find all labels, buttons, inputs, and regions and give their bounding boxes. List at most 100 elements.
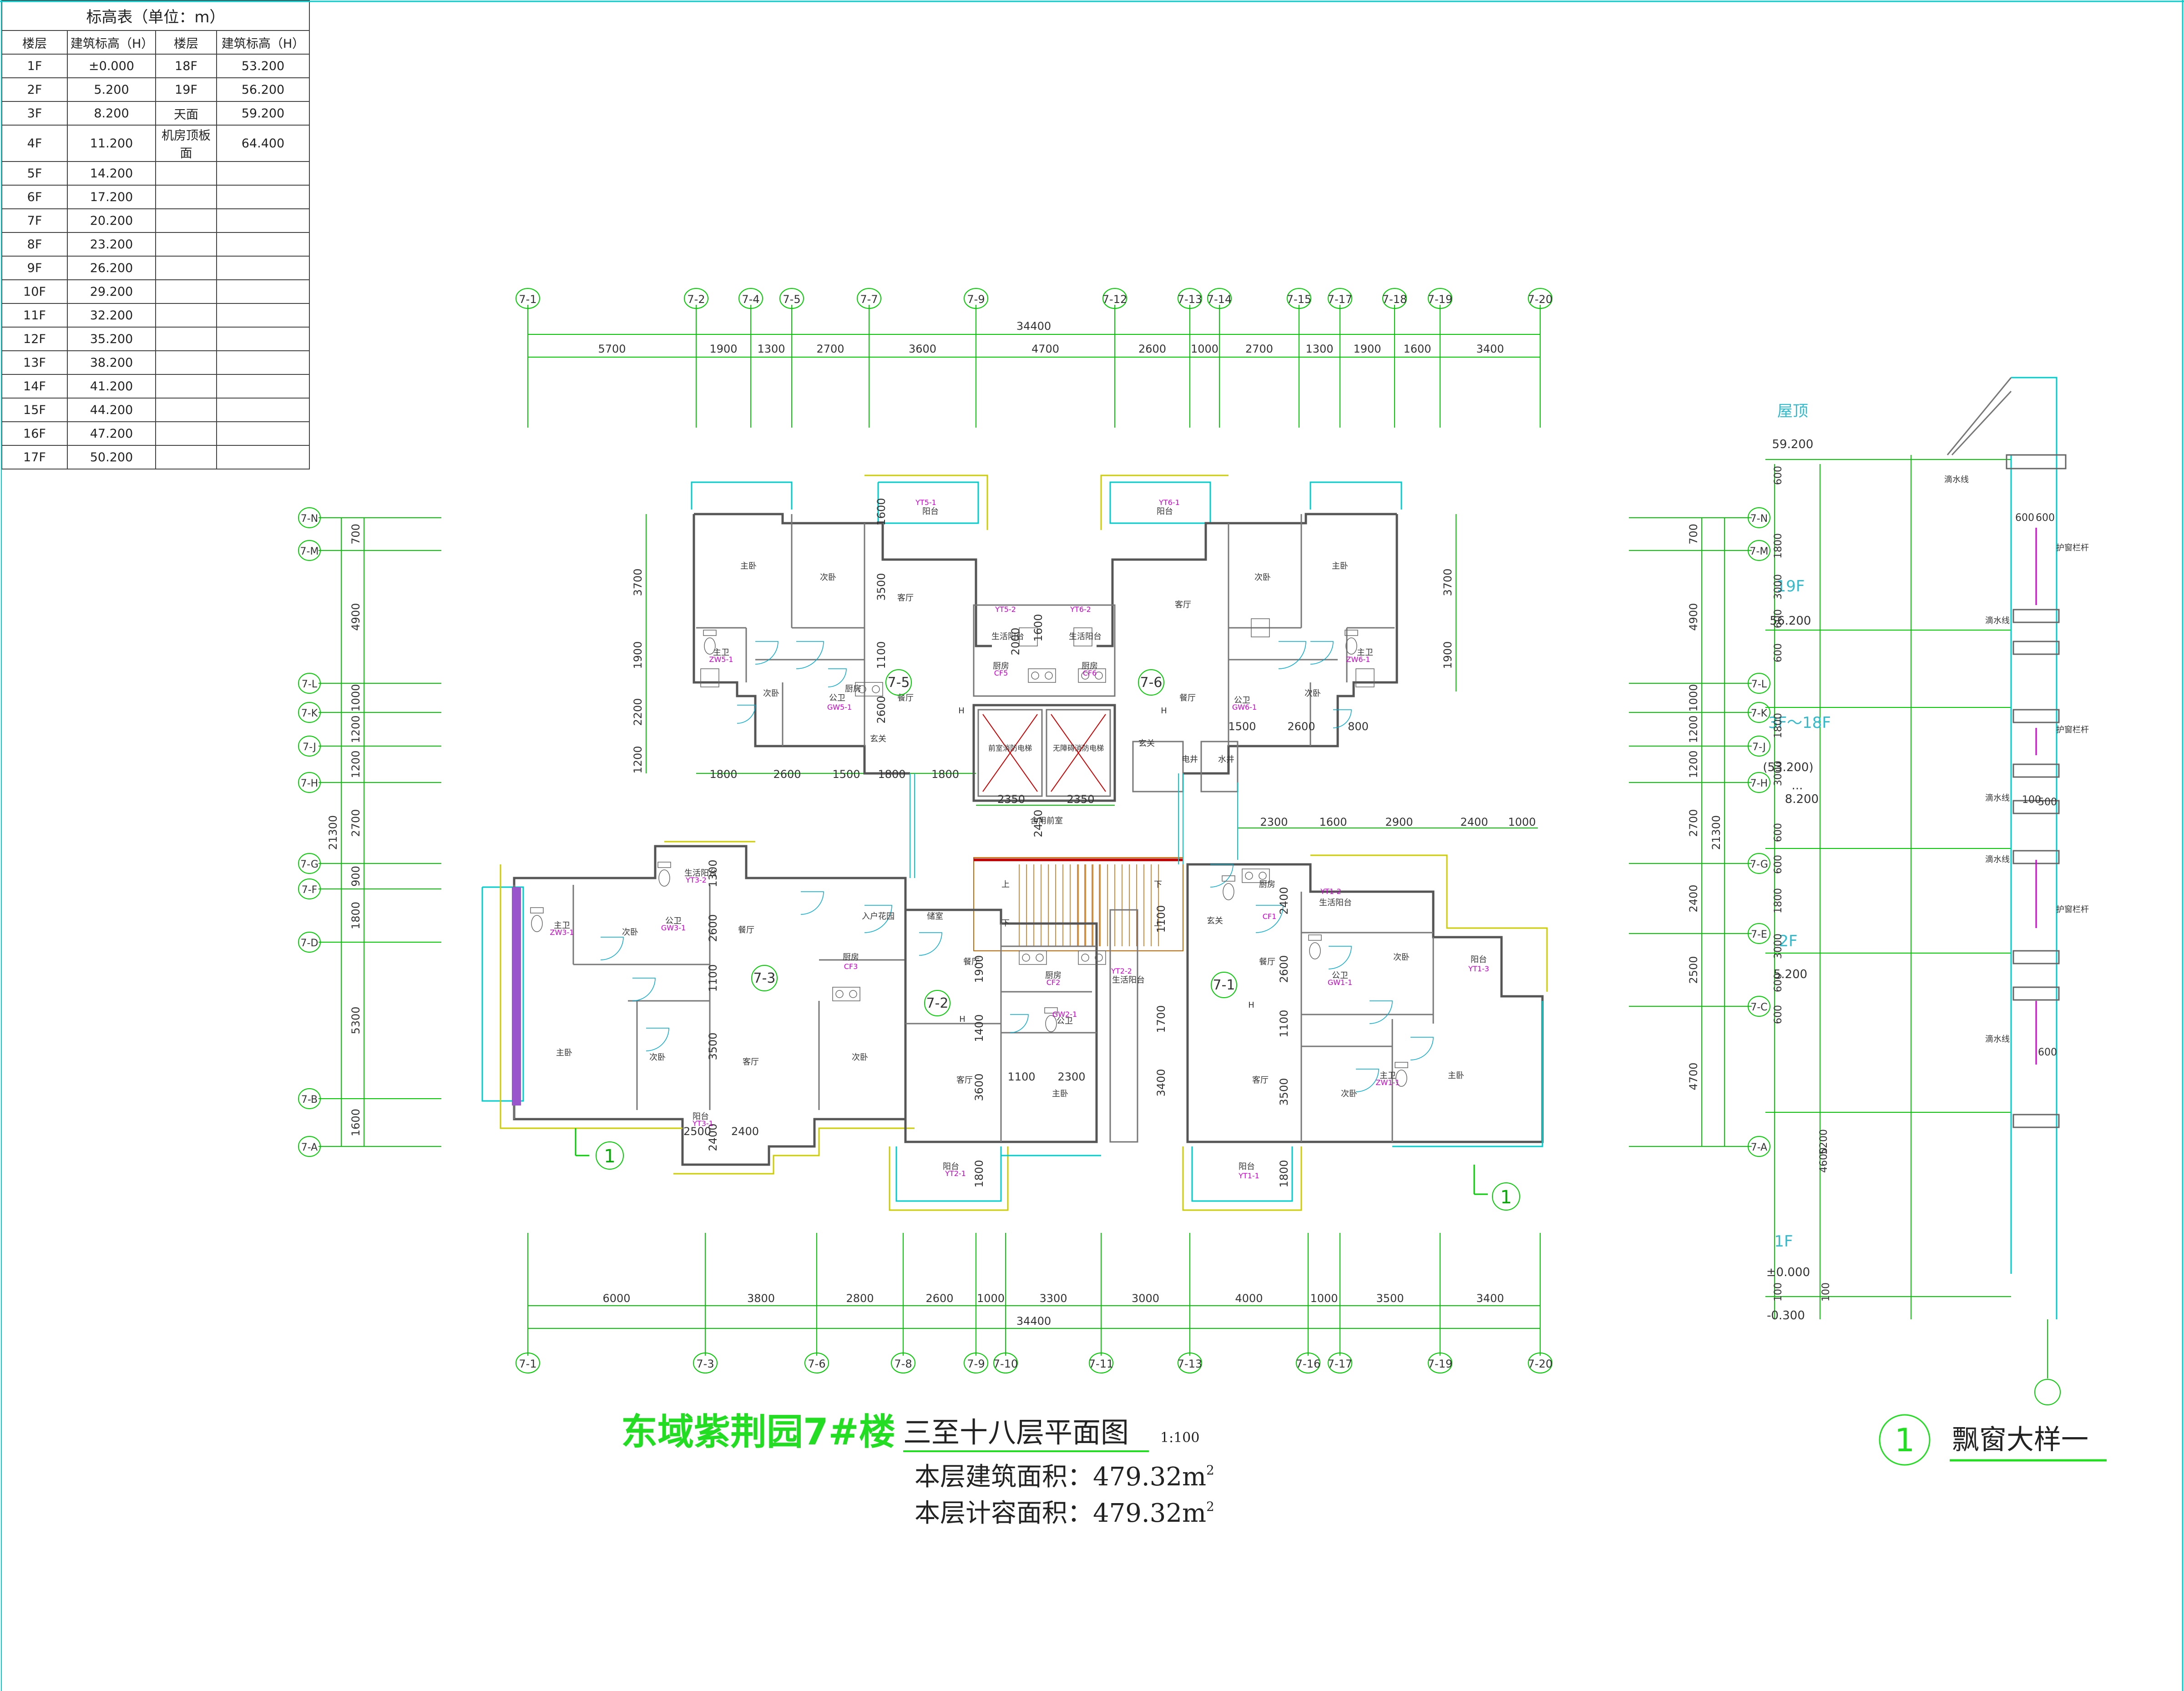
axis-bubble (779, 288, 804, 309)
room-label: 上 (1001, 880, 1010, 889)
tag-label: YT5-2 (995, 605, 1016, 614)
dimension-label: 2600 (773, 768, 801, 781)
toilet-icon (531, 915, 543, 932)
sink-icon (832, 987, 860, 1001)
table-cell: 59.200 (216, 101, 310, 126)
dimension-label: 4700 (1031, 343, 1059, 355)
dimension-label: 2350 (1067, 793, 1094, 806)
detail-number: 1 (1895, 1422, 1915, 1459)
tag-label: ZW3-1 (550, 928, 574, 937)
table-cell: 17.200 (67, 185, 156, 209)
dimension-label: 700 (1687, 524, 1700, 545)
section-note: 滴水线 (1985, 855, 2010, 864)
washer-icon (700, 668, 719, 687)
room-label: 次卧 (1254, 573, 1271, 582)
burner-icon (849, 990, 857, 998)
axis-bubble (1748, 1136, 1770, 1157)
axis-label: 7-17 (1328, 1358, 1352, 1370)
table-cell: 56.200 (216, 77, 310, 102)
unit-label: 7-3 (753, 970, 776, 986)
table-cell (155, 350, 217, 375)
axis-bubble (298, 772, 321, 793)
table-caption: 标高表（单位：m） (1, 0, 310, 31)
toilet-icon (1309, 942, 1321, 959)
room-label: 合用前室 (1030, 816, 1063, 826)
axis-bubble (693, 1353, 718, 1373)
section-dimension: 500 (2038, 797, 2057, 808)
room-label: 主卫 (1357, 648, 1373, 657)
tag-label: GW5-1 (827, 703, 852, 712)
section-callouts: 1 1 (575, 1128, 1520, 1211)
tag-label: CF5 (994, 669, 1008, 677)
tag-label: YT1-1 (1238, 1171, 1259, 1180)
dimension-label: 1000 (977, 1292, 1005, 1305)
room-label: 主卫 (554, 921, 570, 930)
dimension-label: 1700 (1155, 1005, 1168, 1033)
unit-bubble (1211, 972, 1237, 998)
unit-bubble (751, 965, 778, 991)
axis-bubble (1287, 288, 1311, 309)
table-header: 建筑标高（H） (216, 30, 310, 55)
room-label: 餐厅 (1259, 957, 1275, 967)
axis-label: 7-11 (1089, 1358, 1113, 1370)
door-swing (600, 937, 624, 960)
toilet-tank-icon (1345, 630, 1358, 636)
burner-icon (835, 990, 844, 998)
dimension-label: 1400 (973, 1014, 986, 1042)
tag-label: ZW1-1 (1376, 1078, 1400, 1087)
dimension-label: 2600 (1287, 720, 1315, 733)
room-label: 餐厅 (963, 957, 980, 967)
room-label: 阳台 (693, 1112, 709, 1121)
tag-label: YT6-2 (1070, 605, 1091, 614)
bay-window-section: 屋顶59.20019F56.2003F～18F(53.200)...8.2002… (1763, 377, 2107, 1466)
room-label: 餐厅 (738, 925, 754, 935)
door-swing (1333, 709, 1352, 728)
axis-label: 7-10 (993, 1358, 1018, 1370)
burner-icon (872, 685, 880, 693)
axis-bubble (1748, 702, 1770, 723)
project-title: 东域紫荆园7#楼 (621, 1411, 895, 1453)
room-label: 次卧 (1304, 689, 1321, 698)
dimension-label: 2700 (1687, 809, 1700, 837)
dimension-label: 800 (1348, 720, 1369, 733)
room-label: 无障碍消防电梯 (1053, 744, 1104, 752)
dimension-label: 1200 (632, 746, 644, 773)
table-cell (155, 327, 217, 351)
dimension-label: 1200 (349, 715, 362, 743)
room-label: 主卧 (556, 1048, 572, 1058)
table-cell (155, 445, 217, 469)
dimension-label: 1800 (349, 902, 362, 929)
table-cell (155, 256, 217, 280)
toilet-tank-icon (530, 907, 544, 914)
table-cell: 17F (1, 445, 68, 469)
sink-icon (1078, 950, 1106, 965)
axis-bubble (993, 1353, 1018, 1373)
room-label: 生活阳台 (991, 632, 1024, 641)
table-cell (155, 185, 217, 209)
table-cell: 14F (1, 374, 68, 399)
slab-section (2012, 763, 2060, 778)
axis-bubble (298, 853, 321, 874)
room-label: 前室消防电梯 (988, 744, 1032, 752)
door-swing (1278, 641, 1306, 669)
room-label: 厨房 (1045, 971, 1062, 980)
toilet-icon (1345, 637, 1357, 655)
dimension-label: 3500 (1278, 1078, 1290, 1105)
section-dimension: 600 (1773, 855, 1784, 874)
axis-label: 7-19 (1428, 293, 1452, 306)
table-cell (216, 279, 310, 304)
dimension-label: 3500 (1376, 1292, 1404, 1305)
dimension-label: 1200 (349, 750, 362, 778)
room-label: 主卫 (713, 648, 729, 657)
axis-label: 7-E (1751, 929, 1767, 940)
table-cell (216, 421, 310, 446)
dimension-label: 900 (349, 866, 362, 887)
room-label: 阳台 (922, 507, 939, 516)
axis-bubble (891, 1353, 915, 1373)
dimension-total: 21300 (1710, 815, 1723, 850)
table-cell (155, 303, 217, 328)
room-label: 厨房 (1259, 880, 1275, 889)
section-dimension: 5200 (1818, 1129, 1830, 1155)
axis-bubble (1207, 288, 1232, 309)
